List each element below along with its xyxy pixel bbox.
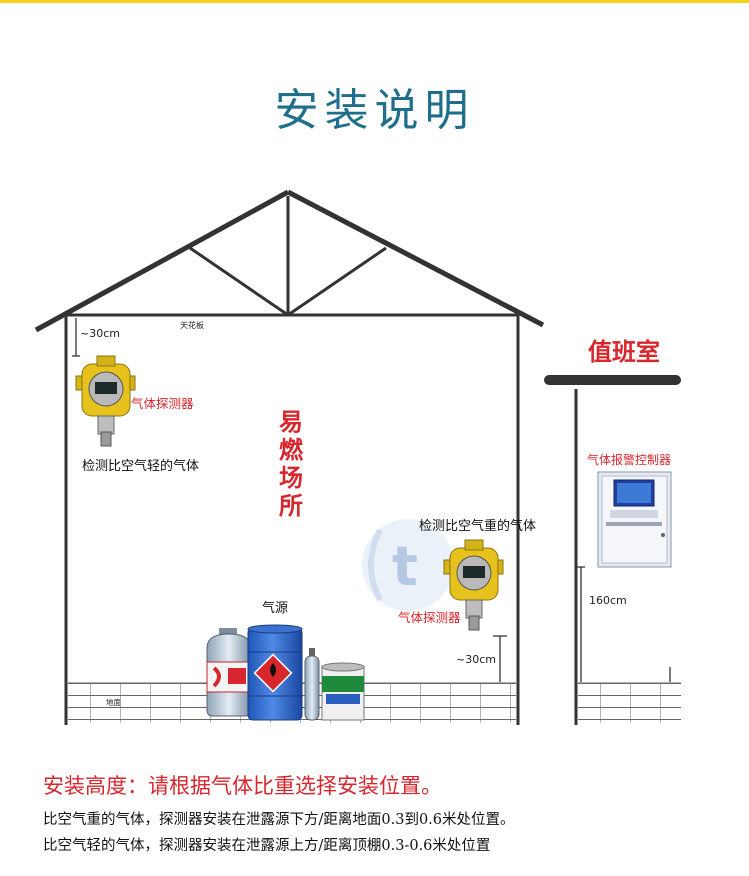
roof (34, 189, 545, 333)
bottom-distance-marker (493, 635, 507, 682)
heavy-gas-instruction: 比空气重的气体，探测器安装在泄露源下方/距离地面0.3到0.6米处位置。 (43, 812, 515, 828)
height-label: 160cm (589, 594, 627, 607)
chemical-drum (247, 624, 303, 721)
duty-room-title: 值班室 (588, 338, 660, 366)
bottom-detector-name: 气体探测器 (398, 610, 461, 625)
top-detector-caption: 检测比空气轻的气体 (82, 458, 199, 474)
light-gas-instruction: 比空气轻的气体，探测器安装在泄露源上方/距离顶棚0.3-0.6米处位置 (43, 838, 491, 854)
height-marker (577, 566, 671, 682)
bottom-detector-caption: 检测比空气重的气体 (419, 518, 536, 534)
controller-label: 气体报警控制器 (587, 452, 671, 467)
installation-height-heading: 安装高度：请根据气体比重选择安装位置。 (43, 774, 442, 798)
duty-room-floor (578, 683, 681, 723)
area-label-char: 易 (279, 408, 303, 436)
area-label-char: 所 (279, 492, 303, 520)
duty-room-roof (544, 375, 681, 385)
bottom-gas-detector (443, 539, 504, 631)
alarm-controller-cabinet (597, 471, 672, 568)
page-title: 安装说明 (274, 85, 475, 136)
svg-text:t: t (392, 535, 418, 598)
small-gas-bottle (304, 648, 320, 721)
top-accent-bar (0, 0, 749, 3)
floor-label: 地面 (106, 697, 121, 707)
gas-source-label: 气源 (262, 600, 288, 616)
bottom-distance-label: ~30cm (456, 653, 496, 666)
flammable-area-label: 易 燃 场 所 (279, 408, 304, 520)
paint-bucket (321, 662, 365, 721)
house-walls (64, 315, 520, 725)
top-distance-label: ~30cm (80, 327, 120, 340)
gas-cylinder (206, 628, 252, 717)
top-gas-detector (75, 355, 136, 447)
top-detector-name: 气体探测器 (131, 396, 194, 411)
watermark-logo: t (362, 519, 454, 611)
top-distance-marker (72, 318, 80, 357)
area-label-char: 燃 (279, 436, 304, 464)
area-label-char: 场 (279, 464, 303, 492)
ceiling-label: 天花板 (180, 320, 204, 330)
